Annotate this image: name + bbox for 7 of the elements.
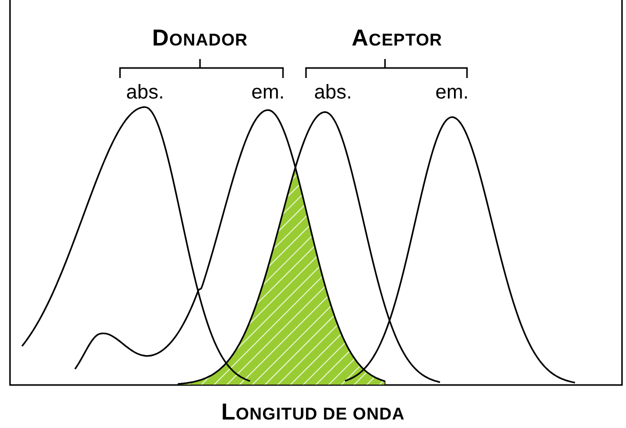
spectrum-label: abs.: [314, 82, 352, 104]
axis-title: LONGITUD DE ONDA: [221, 398, 405, 426]
donor-heading: DONADOR: [152, 24, 248, 52]
spectrum-label: abs.: [126, 82, 164, 104]
spectrum-label: em.: [251, 82, 285, 104]
spectrum-label: em.: [435, 82, 469, 104]
acceptor-heading: ACEPTOR: [352, 24, 442, 52]
